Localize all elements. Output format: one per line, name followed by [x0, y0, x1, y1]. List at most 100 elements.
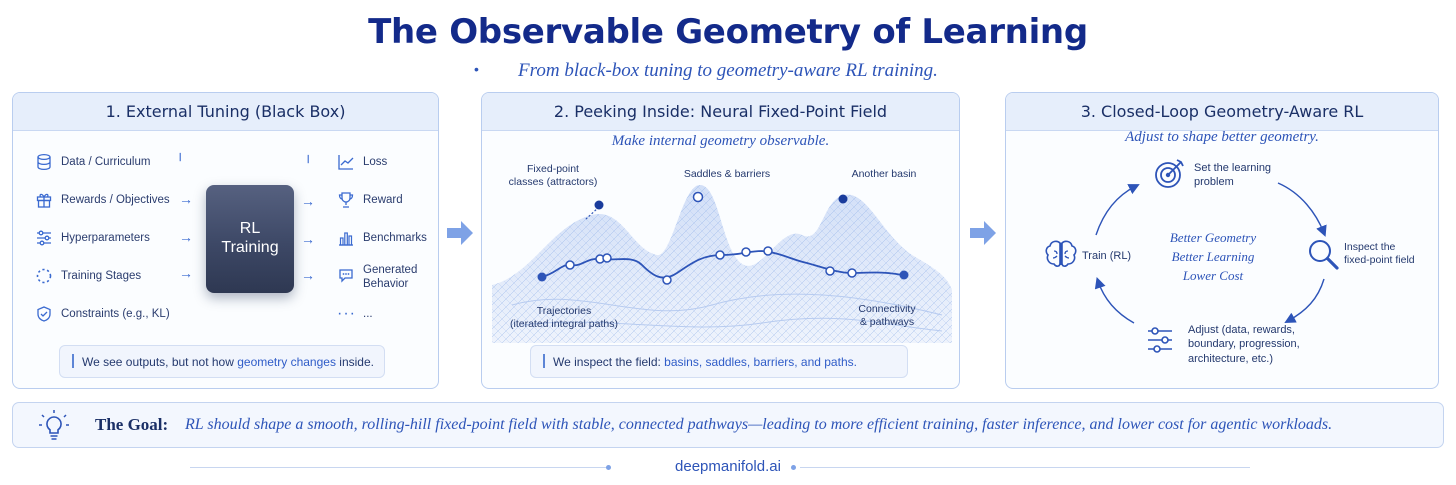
step-inspect: Inspect the fixed-point field	[1344, 241, 1415, 267]
panel-closed-loop: 3. Closed-Loop Geometry-Aware RL Adjust …	[1005, 92, 1439, 389]
center-line: Better Geometry	[1169, 230, 1257, 245]
label-attractors: Fixed-point classes (attractors)	[498, 163, 608, 189]
label-trajectories: Trajectories (iterated integral paths)	[504, 305, 624, 331]
arrow-icon: ╵	[176, 153, 185, 169]
label-line: (iterated integral paths)	[510, 318, 618, 331]
input-row-constraints: Constraints (e.g., KL)	[35, 305, 170, 323]
panel-arrow-icon	[970, 221, 996, 245]
step-line: Inspect the	[1344, 241, 1396, 253]
output-row-more: ··· ...	[337, 305, 373, 323]
panel-tagline: Adjust to shape better geometry.	[1125, 129, 1319, 145]
box-label-line2: Training	[221, 239, 279, 256]
output-label: Generated	[363, 264, 418, 276]
output-label: ...	[363, 308, 373, 320]
panel-fixed-point-field: 2. Peeking Inside: Neural Fixed-Point Fi…	[481, 92, 960, 389]
output-row-reward: Reward	[337, 191, 403, 209]
gift-icon	[36, 193, 52, 208]
input-label: Training Stages	[61, 270, 142, 282]
rl-training-box: RL Training	[206, 185, 294, 293]
output-row-behavior: Generated Behavior	[337, 263, 417, 291]
step-line: fixed-point field	[1344, 254, 1415, 267]
database-icon	[37, 153, 51, 171]
sliders-icon	[1148, 327, 1172, 353]
panel2-note: We inspect the field: basins, saddles, b…	[530, 345, 908, 378]
panel-arrow-icon	[447, 221, 473, 245]
arrow-icon: ╵	[304, 155, 313, 171]
goal-text: RL should shape a smooth, rolling-hill f…	[185, 416, 1333, 433]
note-text-end: inside.	[335, 355, 374, 369]
input-label: Hyperparameters	[61, 232, 150, 244]
arrow-icon: →	[179, 229, 193, 245]
note-bar	[543, 354, 545, 368]
arrow-icon: →	[301, 231, 315, 247]
step-adjust: Adjust (data, rewards, boundary, progres…	[1188, 323, 1300, 366]
page-title: The Observable Geometry of Learning	[368, 12, 1088, 52]
label-line: Fixed-point	[527, 163, 579, 175]
footer-divider-right	[800, 467, 1250, 468]
goal-banner: The Goal: RL should shape a smooth, roll…	[12, 402, 1444, 448]
step-line: Set the learning	[1194, 162, 1272, 174]
panel-tagline: Make internal geometry observable.	[611, 133, 830, 149]
dashed-circle-icon	[36, 268, 52, 284]
output-label: Benchmarks	[363, 232, 427, 244]
arrow-icon: →	[301, 193, 315, 209]
note-highlight: geometry changes	[237, 355, 336, 369]
step-line: Adjust (data, rewards,	[1188, 324, 1295, 336]
lightbulb-icon	[39, 410, 69, 440]
loop-center-text: Better Geometry Better Learning Lower Co…	[1148, 228, 1278, 285]
label-line: & pathways	[859, 316, 915, 329]
subtitle-bullet: •	[474, 61, 479, 77]
line-chart-icon	[338, 155, 354, 170]
input-row-hyperparameters: Hyperparameters	[35, 229, 150, 247]
shield-icon	[37, 306, 51, 322]
sliders-icon	[37, 230, 51, 246]
panel-title: 3. Closed-Loop Geometry-Aware RL	[1006, 93, 1438, 131]
panel-title: 2. Peeking Inside: Neural Fixed-Point Fi…	[482, 93, 959, 131]
arrow-icon: →	[179, 191, 193, 207]
arrow-icon: →	[179, 265, 193, 281]
output-label: Behavior	[363, 278, 409, 290]
panel-external-tuning: 1. External Tuning (Black Box) Data / Cu…	[12, 92, 439, 389]
label-saddles: Saddles & barriers	[683, 168, 771, 180]
label-line: classes (attractors)	[508, 176, 598, 189]
label-connectivity: Connectivity & pathways	[842, 303, 932, 329]
footer-dot-left	[606, 465, 611, 470]
note-text: We see outputs, but not how	[82, 355, 238, 369]
panel-title: 1. External Tuning (Black Box)	[13, 93, 438, 131]
output-row-loss: Loss	[337, 153, 387, 171]
input-row-data: Data / Curriculum	[35, 153, 150, 171]
box-label-line1: RL	[239, 220, 261, 237]
step-line: architecture, etc.)	[1188, 352, 1273, 365]
bar-chart-icon	[339, 232, 353, 246]
page-subtitle: From black-box tuning to geometry-aware …	[518, 60, 938, 81]
input-row-stages: Training Stages	[35, 267, 141, 285]
footer-dot-right	[791, 465, 796, 470]
footer-site[interactable]: deepmanifold.ai	[675, 458, 781, 475]
brain-icon	[1045, 240, 1077, 267]
input-label: Data / Curriculum	[61, 156, 151, 168]
output-label: Loss	[363, 156, 388, 168]
chat-icon	[339, 269, 353, 283]
output-row-benchmarks: Benchmarks	[337, 229, 427, 247]
label-line: Connectivity	[858, 303, 916, 315]
goal-label: The Goal:	[95, 415, 169, 434]
ellipsis-icon: ···	[337, 305, 356, 322]
note-text: We inspect the field:	[553, 355, 665, 369]
panel1-note: We see outputs, but not how geometry cha…	[59, 345, 385, 378]
center-line: Better Learning	[1171, 249, 1255, 264]
input-label: Constraints (e.g., KL)	[61, 308, 170, 320]
note-bar	[72, 354, 74, 368]
cycle-arrows	[1094, 182, 1327, 324]
target-icon	[1155, 159, 1184, 188]
label-basin: Another basin	[851, 168, 917, 180]
output-label: Reward	[363, 194, 403, 206]
magnifier-icon	[1309, 240, 1339, 270]
step-line: problem	[1194, 175, 1234, 188]
input-row-rewards: Rewards / Objectives	[35, 191, 170, 209]
center-line: Lower Cost	[1182, 268, 1244, 283]
step-train: Train (RL)	[1082, 250, 1132, 262]
arrow-icon: →	[301, 267, 315, 283]
input-label: Rewards / Objectives	[61, 194, 170, 206]
step-set-problem: Set the learning problem	[1194, 162, 1271, 190]
landscape-illustration	[492, 185, 952, 343]
